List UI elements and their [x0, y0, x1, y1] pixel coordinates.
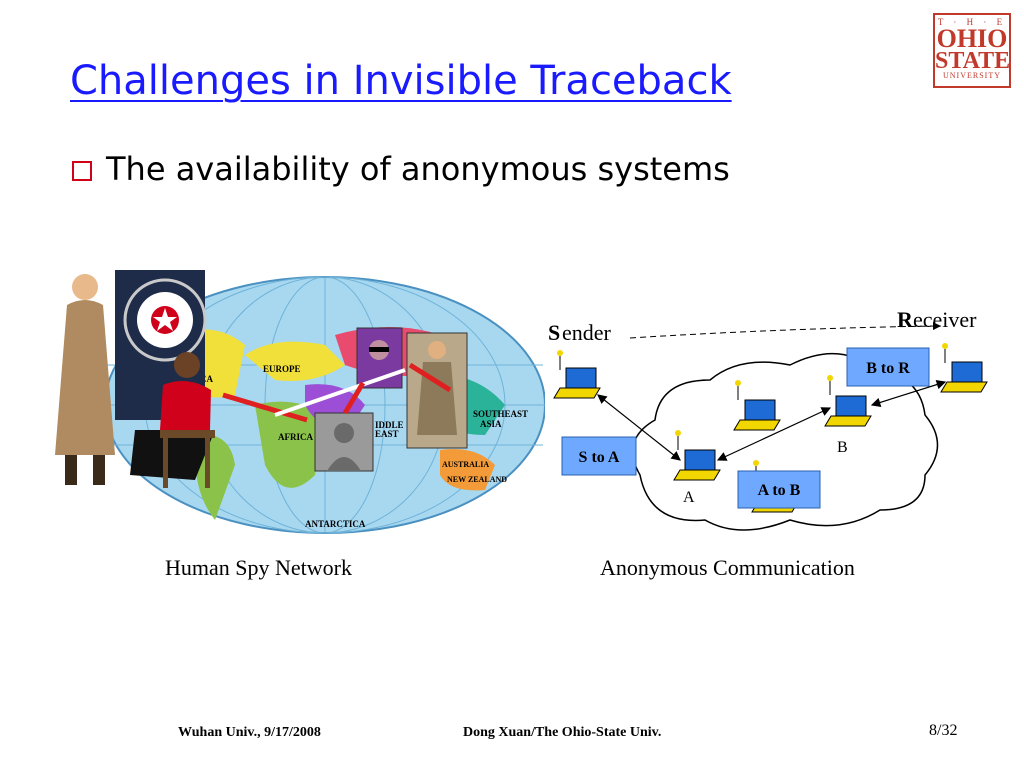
node-a-label: A — [683, 489, 695, 506]
sender-initial: S — [548, 320, 560, 345]
logo-university: UNIVERSITY — [935, 71, 1009, 80]
bullet-item: The availability of anonymous systems — [72, 150, 730, 188]
footer-left: Wuhan Univ., 9/17/2008 — [178, 725, 321, 741]
message-a-to-b-label: A to B — [758, 482, 801, 499]
receiver-laptop-icon — [941, 343, 987, 392]
map-label-southeast-asia-2: ASIA — [480, 419, 502, 429]
footer-center: Dong Xuan/The Ohio-State Univ. — [463, 725, 661, 741]
message-box-a-to-b: A to B — [738, 471, 820, 508]
node-b-label: B — [837, 439, 848, 456]
map-label-southeast-asia-1: SOUTHEAST — [473, 409, 528, 419]
map-label-europe: EUROPE — [263, 364, 301, 374]
receiver-label: eceiver — [913, 307, 977, 332]
message-s-to-a-label: S to A — [579, 449, 620, 466]
map-label-middle-east-2: EAST — [375, 429, 399, 439]
sender-laptop-icon — [554, 350, 600, 398]
map-label-new-zealand: NEW ZEALAND — [447, 475, 507, 484]
receiver-initial: R — [897, 307, 914, 332]
map-label-australia: AUSTRALIA — [442, 460, 489, 469]
bullet-square-icon — [72, 161, 92, 181]
sender-receiver-dashed-line — [630, 326, 940, 338]
spy-man-figure — [55, 274, 115, 485]
photo-silhouette-agent — [315, 413, 373, 471]
page-number: 8/32 — [929, 722, 957, 740]
slide-title: Challenges in Invisible Traceback — [70, 58, 732, 104]
spy-network-figure: EUROPE AFRICA IDDLE EAST SOUTHEAST ASIA … — [45, 265, 545, 540]
logo-state: STATE — [935, 51, 1009, 71]
message-b-to-r-label: B to R — [866, 360, 910, 377]
ohio-state-logo: T · H · E OHIO STATE UNIVERSITY — [933, 13, 1011, 88]
message-box-s-to-a: S to A — [562, 437, 636, 475]
photo-coat-agent — [407, 333, 467, 448]
sender-label: ender — [562, 320, 612, 345]
map-label-antarctica: ANTARCTICA — [305, 519, 366, 529]
bullet-text: The availability of anonymous systems — [106, 150, 730, 188]
message-box-b-to-r: B to R — [847, 348, 929, 386]
anonymous-communication-figure: S ender R eceiver A B S to — [540, 300, 1010, 545]
caption-human-spy-network: Human Spy Network — [165, 555, 352, 581]
caption-anonymous-communication: Anonymous Communication — [600, 555, 855, 581]
map-label-africa: AFRICA — [278, 432, 313, 442]
